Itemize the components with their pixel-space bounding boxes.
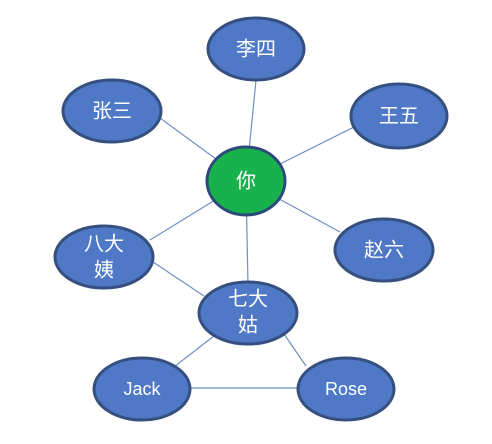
node-li-si-ellipse xyxy=(206,16,306,82)
node-wang-wu-ellipse xyxy=(349,82,449,150)
node-jack-label: Jack xyxy=(123,379,161,399)
node-zhao-liu-label: 赵六 xyxy=(364,238,404,262)
node-qi-da-gu: 七大 姑 xyxy=(197,280,299,346)
node-zhao-liu: 赵六 xyxy=(333,217,435,283)
node-jack-ellipse xyxy=(92,356,192,422)
edge-ba-da-yi-qi-da-gu xyxy=(149,259,205,297)
edge-qi-da-gu-rose xyxy=(283,333,307,367)
node-center: 你 xyxy=(205,145,287,217)
node-ba-da-yi-label-line2: 姨 xyxy=(94,258,114,282)
node-qi-da-gu-label-line1: 七大 xyxy=(228,287,268,311)
node-wang-wu-label: 王五 xyxy=(379,104,419,128)
node-zhang-san-label: 张三 xyxy=(92,99,132,123)
node-rose: Rose xyxy=(296,356,396,422)
node-ba-da-yi: 八大 姨 xyxy=(53,224,155,290)
node-ba-da-yi-ellipse xyxy=(53,224,155,290)
node-qi-da-gu-label-line2: 姑 xyxy=(238,313,258,337)
node-zhao-liu-ellipse xyxy=(333,217,435,283)
node-center-ellipse xyxy=(205,145,287,217)
node-zhang-san-ellipse xyxy=(61,78,163,144)
node-wang-wu: 王五 xyxy=(349,82,449,150)
edge-qi-da-gu-jack xyxy=(169,335,215,371)
node-center-label: 你 xyxy=(236,169,256,193)
node-rose-label: Rose xyxy=(325,379,367,399)
node-li-si-label: 李四 xyxy=(236,37,276,61)
node-rose-ellipse xyxy=(296,356,396,422)
node-li-si: 李四 xyxy=(206,16,306,82)
node-jack: Jack xyxy=(92,356,192,422)
node-ba-da-yi-label-line1: 八大 xyxy=(84,232,124,256)
node-qi-da-gu-ellipse xyxy=(197,280,299,346)
node-zhang-san: 张三 xyxy=(61,78,163,144)
